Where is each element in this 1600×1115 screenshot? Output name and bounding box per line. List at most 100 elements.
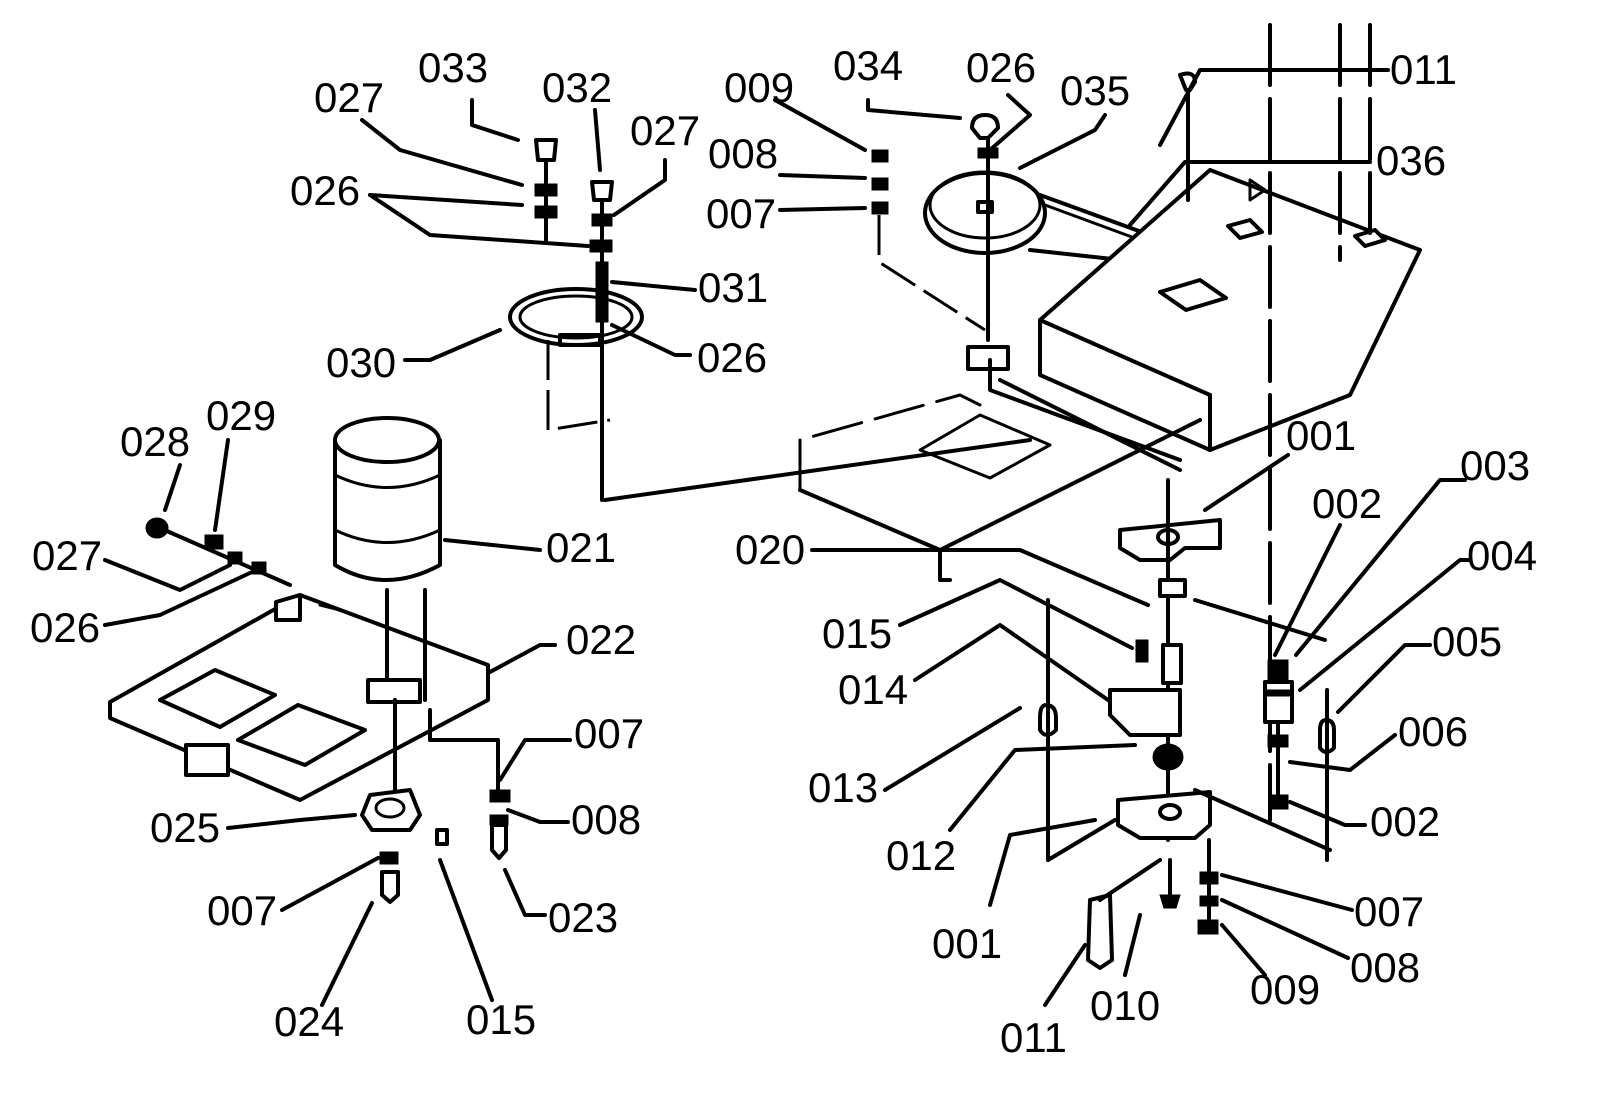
pulley-hub [976,200,994,214]
leader-020 [810,548,1150,607]
spacer-015-left [435,828,449,846]
label-007a: 007 [706,190,776,237]
label-009b: 009 [1250,966,1320,1013]
ring-003 [1264,689,1293,697]
label-015b: 015 [822,610,892,657]
leader-015a [438,858,494,1002]
label-010: 010 [1090,982,1160,1029]
guide-line-turntable [546,340,611,432]
label-013: 013 [808,764,878,811]
base-plate-tab [938,548,952,582]
nut-010 [1159,894,1181,909]
leader-026a-2 [368,193,590,248]
plate-bracket [274,593,302,622]
label-002a: 002 [1312,480,1382,527]
washer-027-left-bolt [227,551,243,565]
label-033: 033 [418,44,488,91]
leader-031 [610,280,697,292]
guide-line-spindle [603,438,1032,502]
label-023: 023 [548,894,618,941]
label-027a: 027 [314,74,384,121]
motor-top [333,416,441,464]
label-025: 025 [150,804,220,851]
leader-007b [498,738,572,782]
leader-029 [213,438,230,532]
leader-004 [1298,558,1472,692]
spindle-cap-032 [590,180,614,202]
housing-cover [1038,23,1422,822]
leader-008a [778,173,867,180]
leader-030 [403,328,502,362]
label-027b: 027 [630,107,700,154]
leader-007d [1220,873,1354,912]
label-029: 029 [206,392,276,439]
label-030: 030 [326,339,396,386]
label-011b: 011 [1000,1014,1067,1061]
leader-027b [612,158,667,217]
label-021: 021 [546,524,616,571]
leader-015b [898,578,1134,650]
lower-mechanism [1038,478,1336,970]
screw-009-bottom [1197,919,1219,935]
label-036: 036 [1376,137,1446,184]
guide-line-screw-top [877,215,986,332]
base-plate-cutout [918,413,1052,480]
label-008b: 008 [571,796,641,843]
label-034: 034 [833,42,903,89]
plate-tab [184,743,230,777]
housing-tab [1248,178,1267,202]
spring-collar [1267,734,1289,748]
leader-028 [163,463,182,512]
gear-sleeve [1161,643,1183,685]
label-026a: 026 [290,167,360,214]
label-020: 020 [735,526,805,573]
washer-026-left-bolt [251,561,267,575]
label-006: 006 [1398,708,1468,755]
label-024: 024 [274,998,344,1045]
bolt-011-guide [1098,858,1162,902]
plate-window-2 [236,703,367,767]
leader-010 [1123,913,1142,977]
nut-002-bottom [1269,794,1289,810]
screw-024 [380,870,400,904]
leader-007c [280,856,380,912]
leader-027c [103,558,232,592]
leader-014 [913,623,1110,702]
turntable-ring-inner [518,294,634,340]
leader-008c [1220,898,1350,960]
spring-housing-004 [1263,680,1294,724]
gear-025 [360,788,422,832]
label-005: 005 [1432,618,1502,665]
label-007b: 007 [574,710,644,757]
leader-022 [488,643,557,674]
leader-026a-1 [368,193,524,207]
guide-line-right-a [1193,598,1327,642]
screw-009-top [871,149,889,163]
leader-026b [610,323,692,357]
label-026c: 026 [966,44,1036,91]
leader-009a [773,98,867,152]
pulley-wheel-rim [928,170,1042,240]
label-009a: 009 [724,64,794,111]
leader-007a [778,206,867,212]
bolt-head-033 [534,138,558,162]
label-027c: 027 [32,532,102,579]
washer-008-top [871,177,889,191]
leader-024 [320,901,374,1007]
motor-band-1 [333,473,442,489]
washer-027-left [534,183,558,197]
label-003: 003 [1460,442,1530,489]
base-plate-back-edge [798,393,982,492]
screw-023 [490,823,508,860]
spacer-015-right [1135,639,1149,663]
leader-013 [883,706,1022,792]
guide-line-right-b [1193,788,1332,852]
nut-007-left [379,851,399,865]
washer-026-left [534,205,558,219]
pulley-assembly [871,113,1152,371]
leader-002a [1273,523,1342,657]
part-labels: 033 027 032 027 026 031 030 026 009 034 … [30,42,1537,1061]
label-014: 014 [838,666,908,713]
leader-032 [593,108,602,172]
